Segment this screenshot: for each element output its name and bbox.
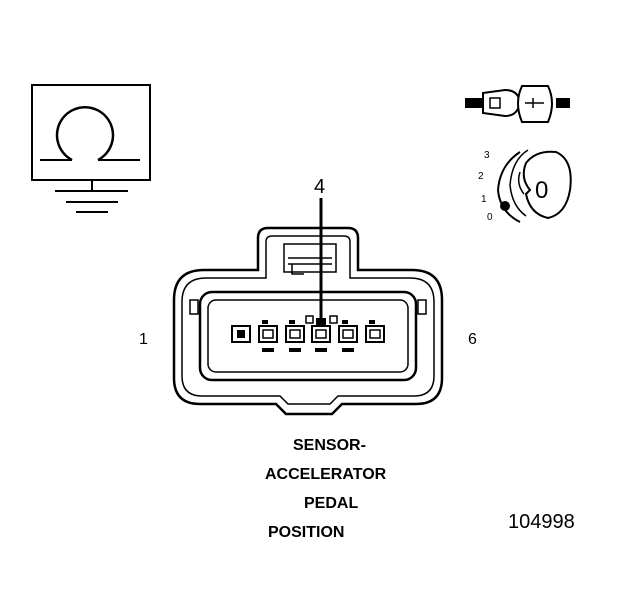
figure-number: 104998 (508, 511, 575, 533)
terminal-6 (365, 320, 385, 343)
component-name-line1: SENSOR- (293, 437, 366, 454)
terminal-key-icon: 3 2 1 0 0 (478, 149, 572, 223)
key-label: 0 (535, 177, 548, 204)
ground-symbol-icon (31, 84, 151, 213)
connector-side-view-icon (465, 85, 570, 123)
terminal-4 (305, 315, 338, 352)
terminal-3 (285, 320, 305, 352)
dial-mark-1: 1 (481, 194, 487, 205)
terminal-2 (258, 320, 278, 352)
pin-number-right: 6 (468, 331, 477, 348)
callout-number: 4 (314, 176, 325, 198)
component-name-line3: PEDAL (304, 495, 358, 512)
terminal-5 (338, 320, 358, 352)
pin-number-left: 1 (139, 331, 148, 348)
terminal-1 (231, 325, 251, 343)
callout-leader (316, 198, 326, 326)
component-name-line2: ACCELERATOR (265, 466, 387, 483)
dial-mark-0: 0 (487, 212, 493, 223)
dial-mark-2: 2 (478, 171, 484, 182)
connector-face (172, 226, 444, 416)
dial-mark-3: 3 (484, 150, 490, 161)
component-name-line4: POSITION (268, 524, 344, 541)
